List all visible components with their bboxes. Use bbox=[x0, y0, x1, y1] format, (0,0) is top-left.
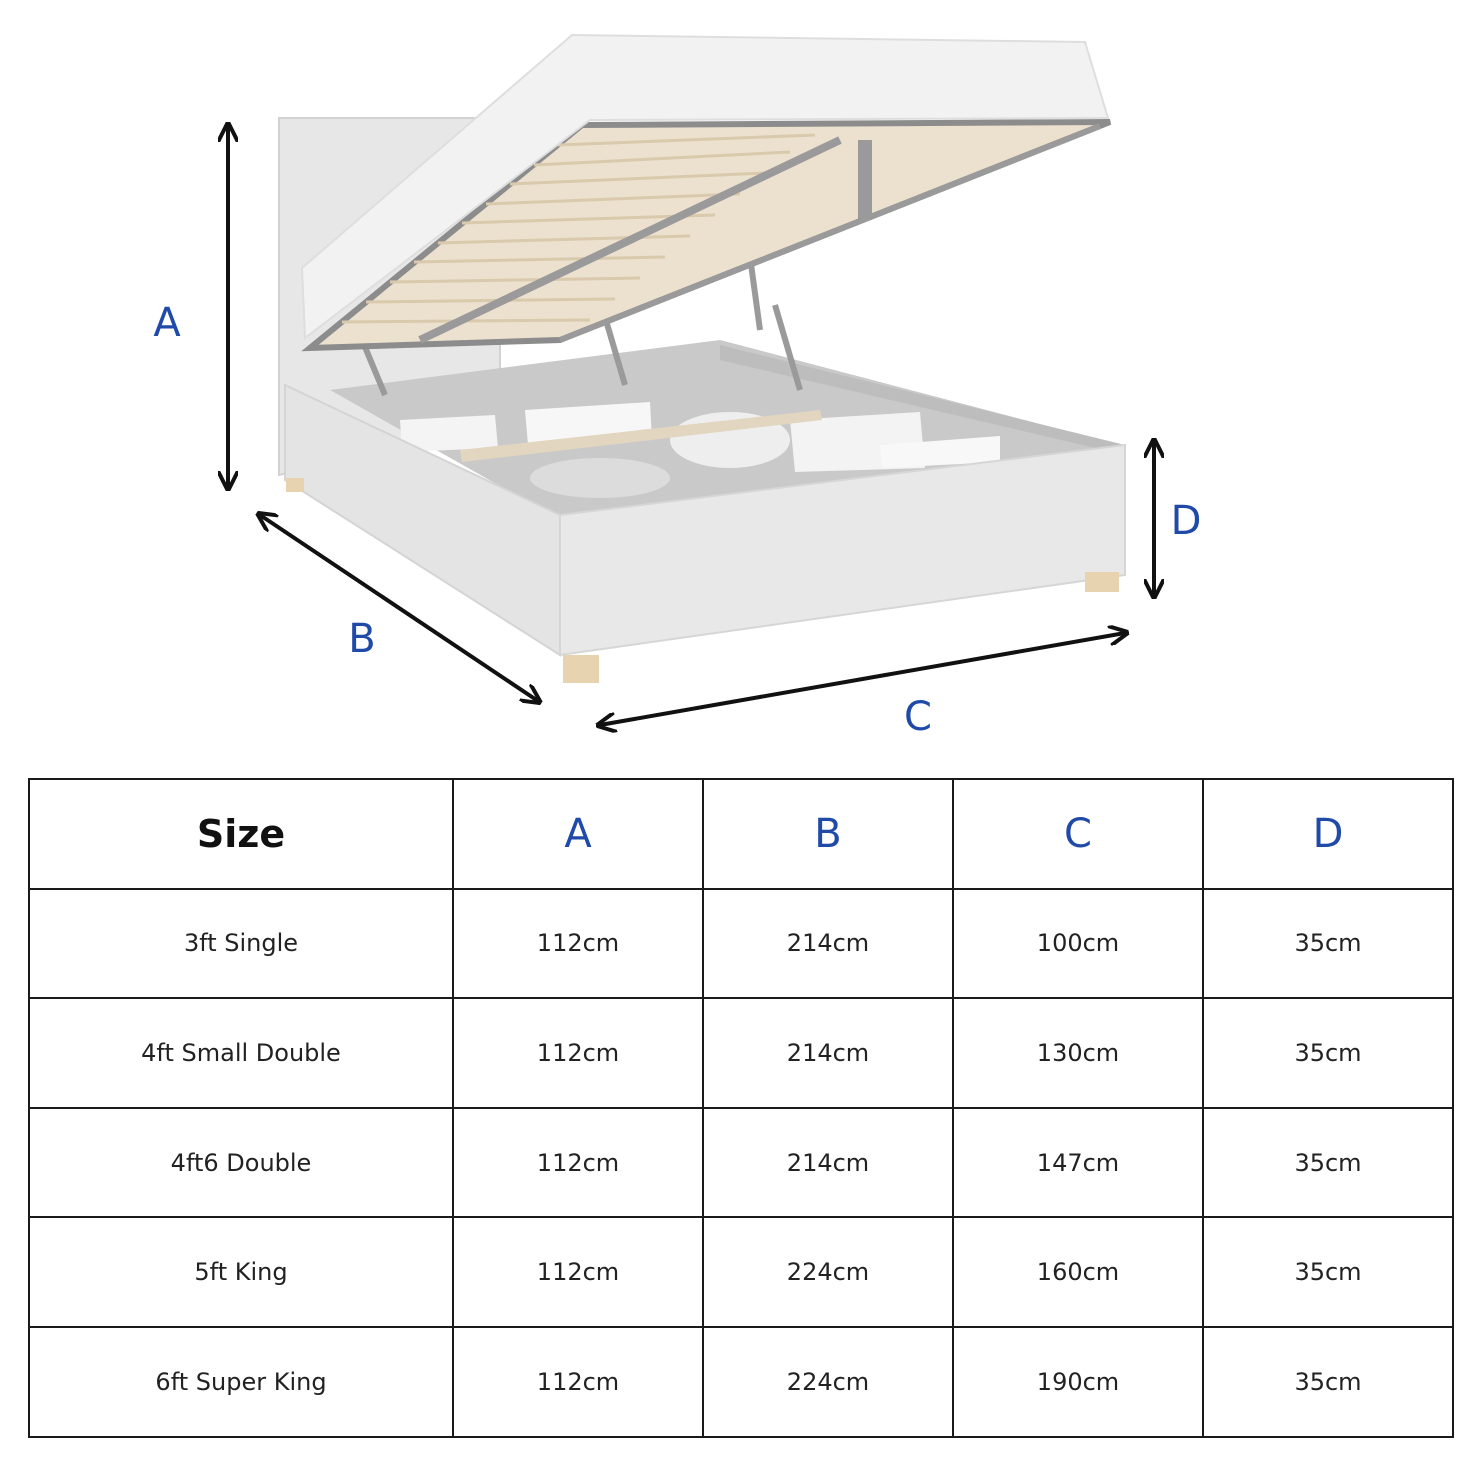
gas-strut bbox=[772, 304, 803, 391]
table-row: 6ft Super King 112cm 224cm 190cm 35cm bbox=[28, 1325, 1454, 1438]
ottoman-bed-illustration bbox=[278, 33, 1126, 683]
side-rail-right bbox=[720, 345, 1125, 455]
table-row: 3ft Single 112cm 214cm 100cm 35cm bbox=[28, 887, 1454, 1000]
frame-bracket bbox=[858, 140, 872, 220]
cell-d: 35cm bbox=[1202, 997, 1454, 1109]
cell-d: 35cm bbox=[1202, 1106, 1454, 1219]
mattress bbox=[300, 33, 1110, 340]
storage-box bbox=[880, 436, 1000, 468]
frame-beam bbox=[558, 123, 1102, 343]
cell-b: 214cm bbox=[702, 887, 954, 1000]
dimension-label-c: C bbox=[904, 694, 932, 740]
bed-leg bbox=[1085, 572, 1119, 592]
table-header-row: Size A B C D bbox=[28, 778, 1454, 890]
cell-a: 112cm bbox=[452, 1325, 704, 1438]
table-row: 4ft6 Double 112cm 214cm 147cm 35cm bbox=[28, 1106, 1454, 1219]
cell-c: 100cm bbox=[952, 887, 1204, 1000]
cell-b: 224cm bbox=[702, 1216, 954, 1328]
crossbar bbox=[460, 410, 822, 462]
arrow-c bbox=[600, 633, 1125, 725]
cell-size: 4ft Small Double bbox=[28, 997, 454, 1109]
cell-c: 130cm bbox=[952, 997, 1204, 1109]
dimension-label-b: B bbox=[348, 616, 375, 662]
storage-cushion bbox=[530, 458, 670, 498]
frame-beam bbox=[418, 136, 842, 344]
cell-c: 147cm bbox=[952, 1106, 1204, 1219]
bed-leg bbox=[286, 478, 304, 492]
cell-a: 112cm bbox=[452, 1106, 704, 1219]
size-dimension-table: Size A B C D 3ft Single 112cm 214cm 100c… bbox=[28, 778, 1454, 1438]
table-row: 5ft King 112cm 224cm 160cm 35cm bbox=[28, 1216, 1454, 1328]
dimension-label-a: A bbox=[153, 300, 181, 346]
cell-b: 214cm bbox=[702, 997, 954, 1109]
storage-box bbox=[400, 415, 498, 452]
dimension-arrows bbox=[228, 126, 1154, 725]
header-c: C bbox=[952, 778, 1204, 890]
bed-leg bbox=[563, 655, 599, 683]
cell-d: 35cm bbox=[1202, 1216, 1454, 1328]
lifted-slat-frame bbox=[301, 119, 1112, 352]
arrow-b bbox=[260, 515, 538, 701]
cell-a: 112cm bbox=[452, 997, 704, 1109]
cell-c: 160cm bbox=[952, 1216, 1204, 1328]
header-a: A bbox=[452, 778, 704, 890]
bed-dimension-diagram: A B C D bbox=[153, 33, 1202, 740]
cell-size: 6ft Super King bbox=[28, 1325, 454, 1438]
header-d: D bbox=[1202, 778, 1454, 890]
cell-b: 214cm bbox=[702, 1106, 954, 1219]
dimension-label-d: D bbox=[1171, 498, 1202, 544]
cell-d: 35cm bbox=[1202, 1325, 1454, 1438]
footboard bbox=[559, 443, 1126, 657]
cell-a: 112cm bbox=[452, 1216, 704, 1328]
cell-size: 4ft6 Double bbox=[28, 1106, 454, 1219]
cell-d: 35cm bbox=[1202, 887, 1454, 1000]
cell-a: 112cm bbox=[452, 887, 704, 1000]
table-row: 4ft Small Double 112cm 214cm 130cm 35cm bbox=[28, 997, 1454, 1109]
header-b: B bbox=[702, 778, 954, 890]
cell-size: 3ft Single bbox=[28, 887, 454, 1000]
cell-c: 190cm bbox=[952, 1325, 1204, 1438]
header-size: Size bbox=[28, 778, 454, 890]
cell-b: 224cm bbox=[702, 1325, 954, 1438]
cell-size: 5ft King bbox=[28, 1216, 454, 1328]
